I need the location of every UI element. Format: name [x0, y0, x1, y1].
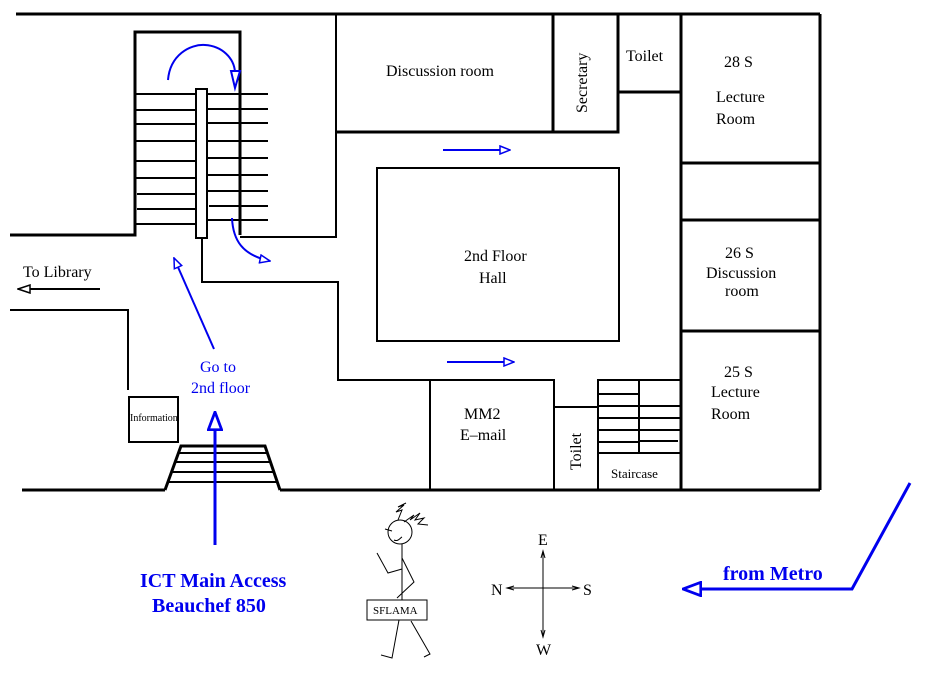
information-label: Information	[130, 413, 178, 424]
hall-label-line2: Hall	[479, 270, 507, 287]
room-25s-number: 25 S	[724, 364, 753, 381]
room-28s-type-2: Room	[716, 111, 756, 128]
information-booth: Information	[128, 396, 179, 443]
room-26s: 26 S Discussion room	[706, 245, 776, 300]
room-25s-type-2: Room	[711, 406, 751, 423]
2nd-floor-label: 2nd floor	[191, 380, 251, 397]
room-mm2-email: MM2 E–mail	[429, 379, 555, 490]
compass-rose: E N S W	[491, 532, 592, 659]
from-metro-label: from Metro	[723, 563, 823, 585]
go-to-2nd-floor-direction: Go to 2nd floor	[173, 258, 251, 397]
compass-east: E	[538, 532, 548, 549]
go-to-label: Go to	[200, 359, 236, 376]
compass-north: N	[491, 582, 503, 599]
room-28s-type: Lecture	[716, 89, 765, 106]
hall-label-line1: 2nd Floor	[464, 248, 527, 265]
stair-turn-arrow	[167, 43, 236, 81]
room-26s-number: 26 S	[725, 245, 754, 262]
stair-steps-right	[207, 93, 268, 221]
room-secretary: Secretary	[553, 14, 620, 134]
room-28s: 28 S Lecture Room	[716, 54, 765, 128]
address-label: Beauchef 850	[152, 595, 266, 617]
email-label: E–mail	[460, 427, 507, 444]
right-rooms	[679, 14, 820, 490]
main-access-direction: ICT Main Access Beauchef 850	[140, 412, 287, 617]
room-25s-type: Lecture	[711, 384, 760, 401]
small-staircase: Staircase	[598, 379, 680, 481]
room-26s-type: Discussion	[706, 265, 776, 282]
mm2-label: MM2	[464, 406, 500, 423]
discussion-room-label: Discussion room	[386, 63, 495, 80]
stair-handrail-column	[195, 88, 208, 239]
figure-sign-text: SFLAMA	[373, 605, 418, 617]
main-access-label: ICT Main Access	[140, 570, 287, 592]
toilet-bottom-label: Toilet	[568, 432, 585, 470]
room-25s: 25 S Lecture Room	[711, 364, 760, 423]
building-walls	[10, 12, 822, 492]
to-library-direction: To Library	[18, 264, 100, 289]
stair-steps-left	[136, 93, 196, 225]
compass-south: S	[583, 582, 592, 599]
from-metro-direction: from Metro	[683, 482, 912, 589]
room-28s-number: 28 S	[724, 54, 753, 71]
stick-figure: SFLAMA	[366, 502, 431, 659]
toilet-top-label: Toilet	[626, 48, 664, 65]
room-toilet-bottom: Toilet	[554, 379, 599, 490]
to-library-label: To Library	[23, 264, 92, 281]
staircase-label: Staircase	[611, 466, 658, 481]
figure-hair	[395, 502, 429, 526]
compass-west: W	[536, 642, 552, 659]
stair-exit-arrow	[231, 217, 270, 261]
entrance-steps	[163, 444, 282, 491]
room-discussion: Discussion room	[336, 14, 555, 134]
room-toilet-top: Toilet	[618, 48, 681, 94]
room-2nd-floor-hall: 2nd Floor Hall	[376, 167, 620, 342]
main-staircase	[136, 43, 270, 261]
secretary-label: Secretary	[574, 53, 591, 113]
room-26s-type-2: room	[725, 283, 759, 300]
